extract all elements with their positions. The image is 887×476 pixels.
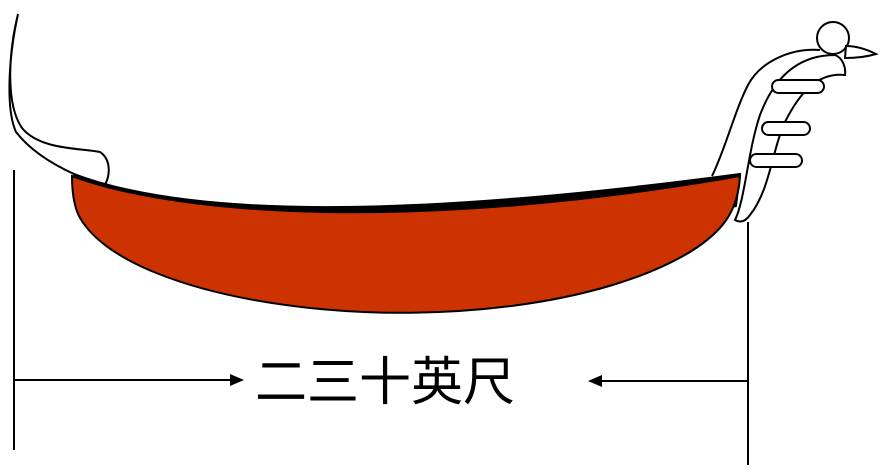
prow-ball (816, 21, 850, 55)
gondola-prow (733, 53, 847, 223)
ferro-tooth (761, 121, 811, 136)
gondola-hull (70, 174, 742, 314)
left-arrowhead-icon (230, 374, 244, 386)
prow-inner-line (711, 48, 821, 177)
measurement-label: 二三十英尺 (255, 353, 515, 413)
right-arrowhead-icon (588, 375, 602, 387)
ferro-tooth (771, 79, 825, 94)
prow-beak (843, 44, 879, 60)
gondola-stern (8, 13, 110, 188)
ferro-tooth (749, 153, 803, 168)
